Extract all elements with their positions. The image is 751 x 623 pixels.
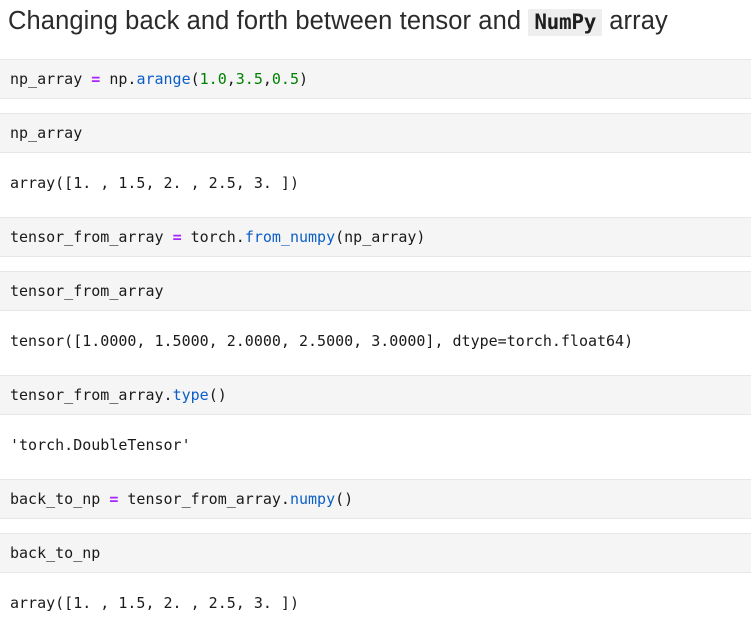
code-token: tensor_from_array. [10,386,173,404]
code-cell-back-to-np[interactable]: back_to_np = tensor_from_array.numpy() [0,479,751,519]
cell-spacer [0,465,751,479]
code-token: np. [100,70,137,88]
code-token: ( [190,70,200,88]
code-source-line: tensor_from_array = torch.from_numpy(np_… [10,228,741,246]
code-token: array([1. , 1.5, 2. , 2.5, 3. ]) [10,594,299,612]
code-token: back_to_np [10,490,110,508]
code-token: type [172,386,209,404]
code-token: tensor_from_array [10,228,173,246]
code-output-line: 'torch.DoubleTensor' [10,436,741,454]
page-title-suffix: array [609,7,668,35]
code-token: back_to_np [10,544,101,562]
code-token: np_array [10,124,83,142]
code-source-line: back_to_np [10,544,741,562]
code-token: , [262,70,272,88]
code-output-line: array([1. , 1.5, 2. , 2.5, 3. ]) [10,174,741,192]
cell-spacer [0,153,751,163]
code-cell-back-to-np-echo[interactable]: back_to_np [0,533,751,573]
cell-spacer [0,257,751,271]
code-token: , [226,70,236,88]
code-token: = [91,70,101,88]
code-token: tensor([1.0000, 1.5000, 2.0000, 2.5000, … [10,332,634,350]
code-source-line: tensor_from_array.type() [10,386,741,404]
output-tensor-values: tensor([1.0000, 1.5000, 2.0000, 2.5000, … [0,321,751,361]
code-token: np_array [10,70,92,88]
cell-spacer [0,99,751,113]
code-token: 1.0 [199,70,227,88]
page-title-prefix: Changing back and forth between tensor a… [8,7,522,35]
cell-spacer [0,519,751,533]
code-token: 0.5 [271,70,299,88]
code-token: (np_array) [335,228,426,246]
code-token: arange [136,70,191,88]
code-token: () [208,386,227,404]
code-token: = [109,490,119,508]
cell-spacer [0,311,751,321]
output-np-array: array([1. , 1.5, 2. , 2.5, 3. ]) [0,163,751,203]
code-source-line: back_to_np = tensor_from_array.numpy() [10,490,741,508]
code-token: from_numpy [244,228,336,246]
code-cell-np-array-echo[interactable]: np_array [0,113,751,153]
code-cell-np-arange[interactable]: np_array = np.arange(1.0,3.5,0.5) [0,59,751,99]
cell-spacer [0,573,751,583]
code-token: = [172,228,182,246]
code-token: torch. [181,228,245,246]
notebook-cell-list: np_array = np.arange(1.0,3.5,0.5)np_arra… [0,59,751,623]
code-output-line: tensor([1.0000, 1.5000, 2.0000, 2.5000, … [10,332,741,350]
output-tensor-type: 'torch.DoubleTensor' [0,425,751,465]
code-token: 'torch.DoubleTensor' [10,436,191,454]
cell-spacer [0,203,751,217]
code-token: tensor_from_array. [118,490,290,508]
code-source-line: np_array [10,124,741,142]
code-cell-tensor-echo[interactable]: tensor_from_array [0,271,751,311]
cell-spacer [0,361,751,375]
code-token: array([1. , 1.5, 2. , 2.5, 3. ]) [10,174,299,192]
code-token: numpy [289,490,336,508]
code-source-line: np_array = np.arange(1.0,3.5,0.5) [10,70,741,88]
code-token: () [335,490,354,508]
code-token: tensor_from_array [10,282,164,300]
cell-spacer [0,415,751,425]
code-cell-tensor-type[interactable]: tensor_from_array.type() [0,375,751,415]
code-token: 3.5 [235,70,263,88]
code-source-line: tensor_from_array [10,282,741,300]
page-title-code-badge: NumPy [528,9,603,36]
code-output-line: array([1. , 1.5, 2. , 2.5, 3. ]) [10,594,741,612]
page-title: Changing back and forth between tensor a… [0,0,751,39]
code-cell-from-numpy[interactable]: tensor_from_array = torch.from_numpy(np_… [0,217,751,257]
output-back-to-np: array([1. , 1.5, 2. , 2.5, 3. ]) [0,583,751,623]
code-token: ) [299,70,309,88]
